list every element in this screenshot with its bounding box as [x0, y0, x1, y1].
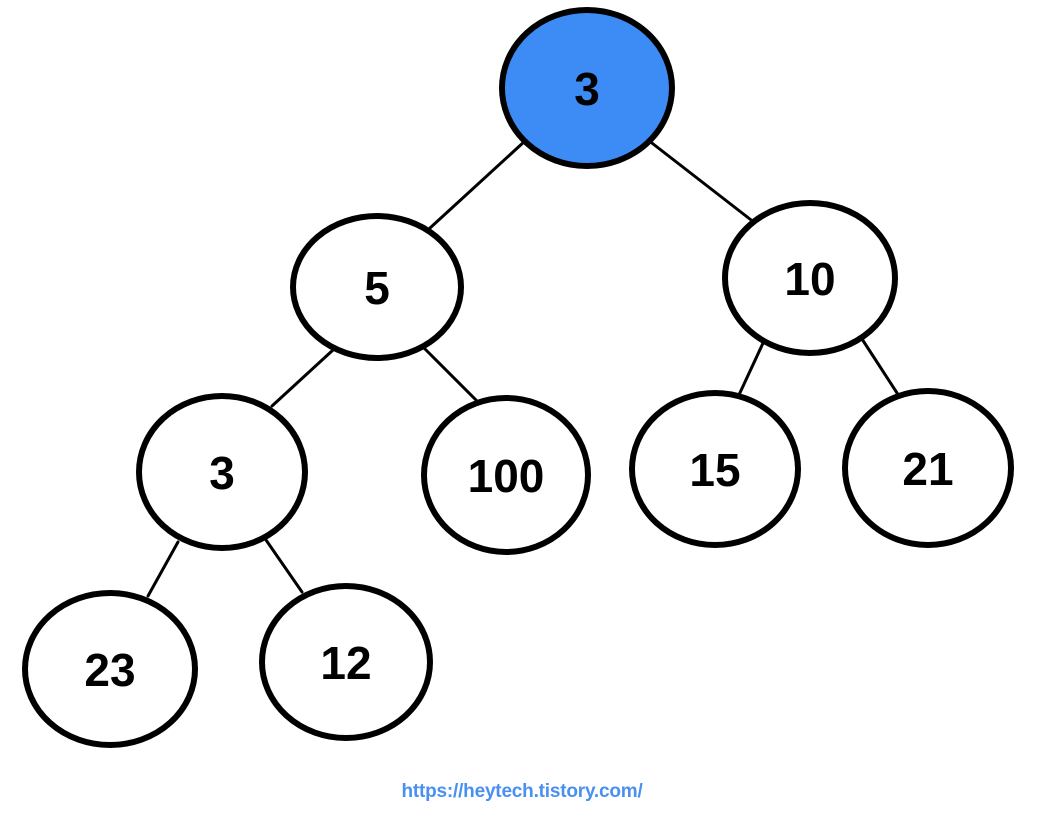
node-label-n5: 5	[364, 262, 390, 314]
tree-edge-root-n5	[428, 139, 527, 230]
node-circle-root	[499, 7, 675, 169]
node-label-n21: 21	[902, 443, 953, 495]
node-circle-n21	[842, 388, 1014, 548]
watermark-url: https://heytech.tistory.com/	[401, 781, 643, 802]
node-circle-n12	[259, 583, 433, 741]
node-label-n15: 15	[689, 444, 740, 496]
tree-node-n23[interactable]: 23	[22, 590, 198, 748]
node-circle-n100	[421, 395, 591, 555]
node-label-root: 3	[574, 63, 600, 115]
node-circle-n5	[290, 213, 464, 361]
tree-node-root[interactable]: 3	[499, 7, 675, 169]
tree-node-n3b[interactable]: 3	[136, 393, 308, 551]
nodes-group: 3 5 10 3 100 15 21 23 12	[22, 7, 1014, 748]
tree-edge-n5-n100	[422, 346, 480, 404]
tree-edge-n10-n15	[736, 339, 766, 399]
node-circle-n23	[22, 590, 198, 748]
tree-node-n100[interactable]: 100	[421, 395, 591, 555]
tree-edge-n3b-n12	[264, 538, 304, 594]
node-label-n3b: 3	[209, 447, 235, 499]
tree-edge-n5-n3b	[270, 348, 335, 408]
tree-node-n12[interactable]: 12	[259, 583, 433, 741]
tree-node-n15[interactable]: 15	[629, 390, 801, 548]
node-label-n12: 12	[320, 637, 371, 689]
tree-node-n21[interactable]: 21	[842, 388, 1014, 548]
tree-edge-n10-n21	[860, 337, 901, 398]
tree-edge-root-n10	[646, 138, 757, 225]
node-circle-n3b	[136, 393, 308, 551]
tree-edge-n3b-n23	[146, 540, 180, 598]
node-label-n100: 100	[468, 450, 545, 502]
node-circle-n15	[629, 390, 801, 548]
node-circle-n10	[722, 200, 898, 356]
edges-group	[146, 138, 901, 598]
node-label-n23: 23	[84, 644, 135, 696]
tree-node-n5[interactable]: 5	[290, 213, 464, 361]
node-label-n10: 10	[784, 253, 835, 305]
tree-node-n10[interactable]: 10	[722, 200, 898, 356]
